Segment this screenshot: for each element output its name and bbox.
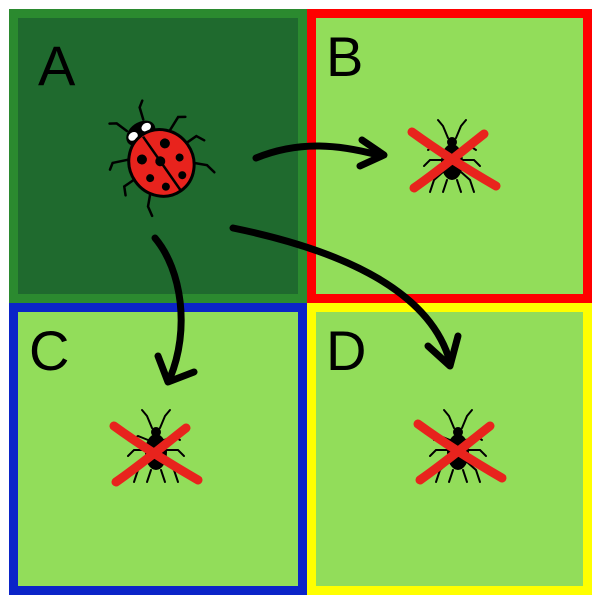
- panel-c: C: [9, 303, 307, 595]
- panel-b: B: [307, 9, 592, 303]
- panel-a: A: [9, 9, 307, 303]
- panel-a-label: A: [38, 34, 76, 97]
- panel-c-label: C: [29, 319, 70, 382]
- panel-b-label: B: [326, 25, 364, 88]
- panel-d: D: [307, 303, 592, 595]
- panel-d-label: D: [326, 319, 367, 382]
